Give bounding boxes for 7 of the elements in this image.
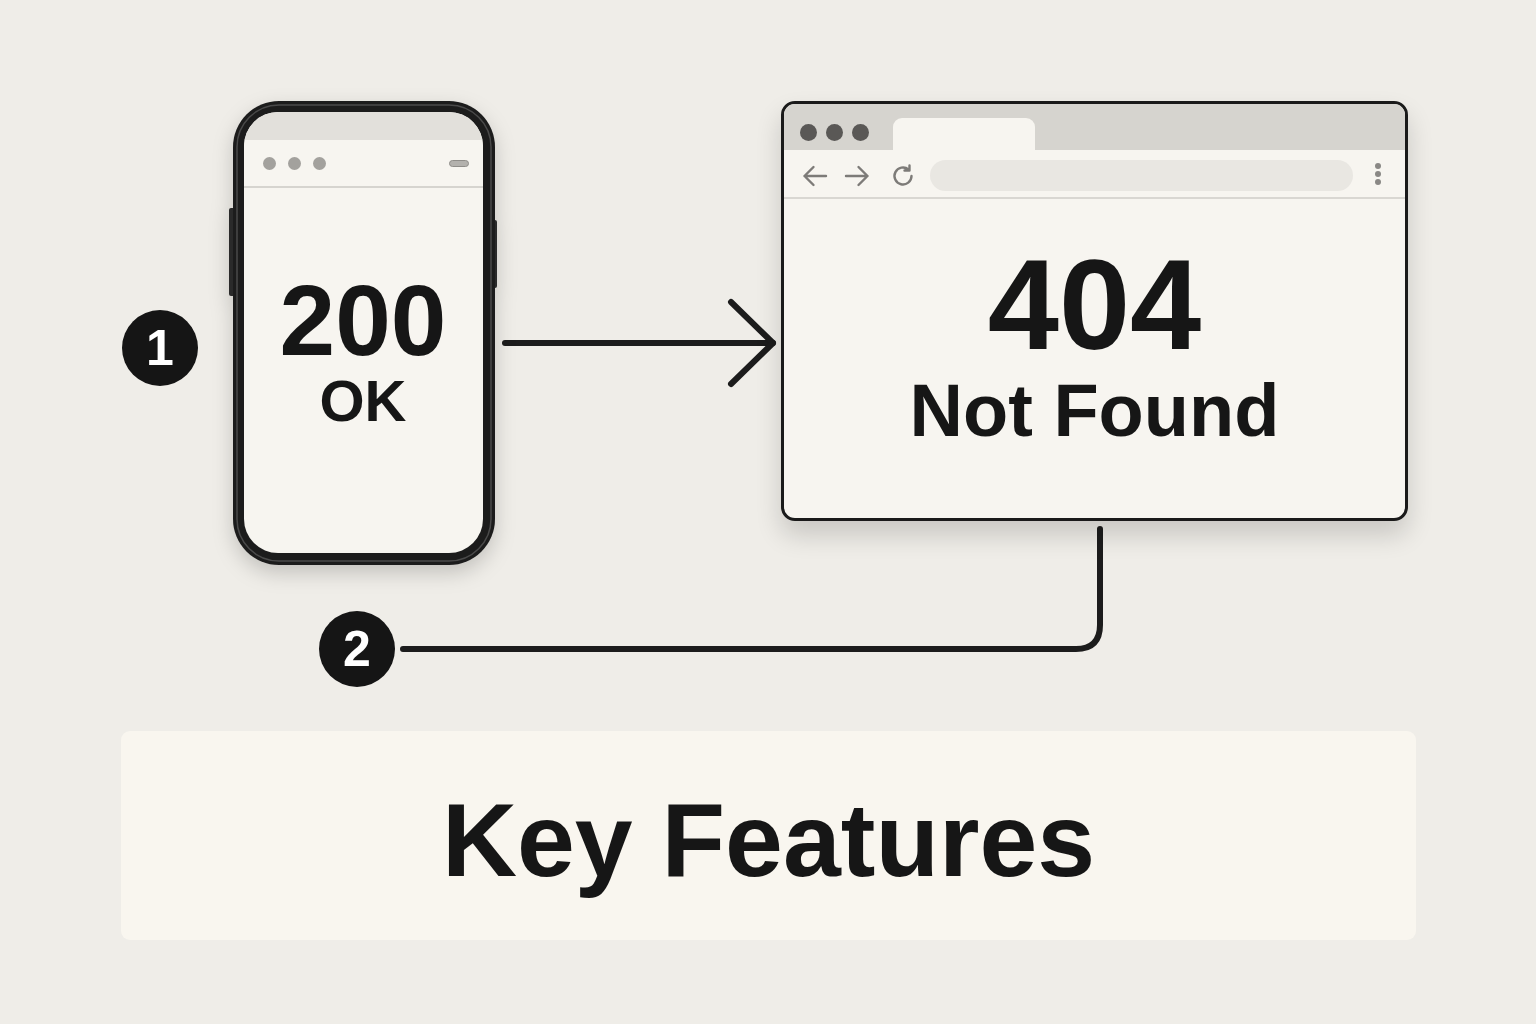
callout-number: 1 — [122, 310, 198, 386]
connector-line — [400, 526, 1103, 652]
browser-window — [781, 101, 1408, 521]
arrow — [502, 299, 776, 387]
heading: Key Features — [441, 781, 1096, 900]
phone-drawing — [229, 101, 497, 565]
callout-number: 2 — [319, 611, 395, 687]
